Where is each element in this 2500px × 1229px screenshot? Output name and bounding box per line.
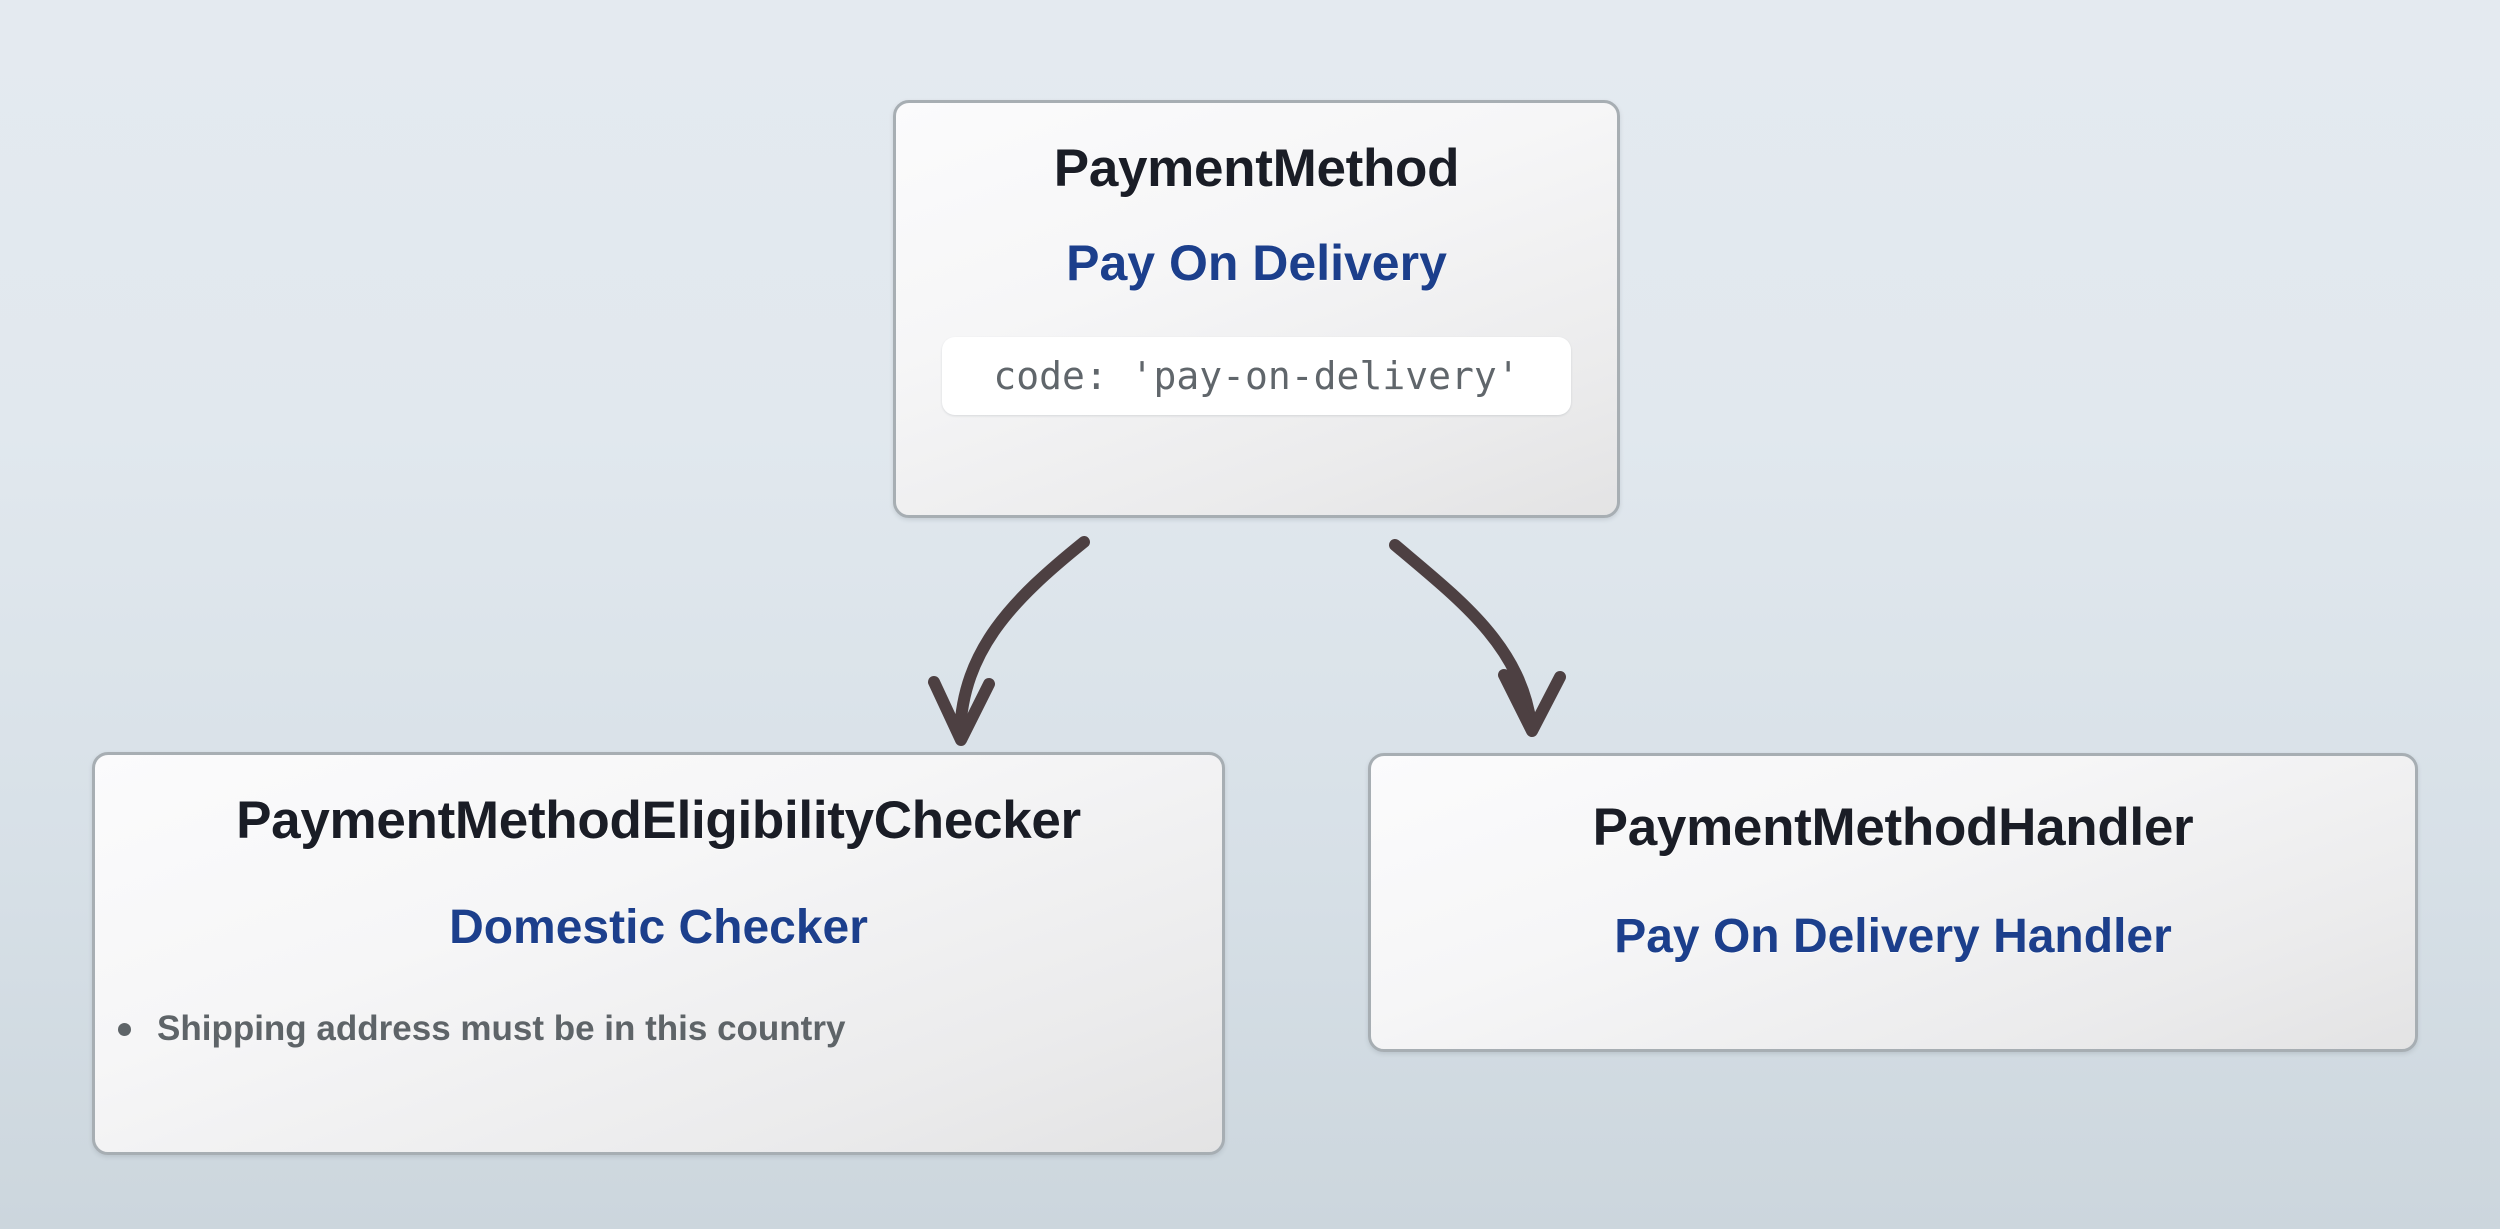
code-value: code: 'pay-on-delivery' xyxy=(993,354,1520,399)
node-eligibility-checker[interactable]: PaymentMethodEligibilityChecker Domestic… xyxy=(92,752,1225,1155)
node-eligibility-checker-type: PaymentMethodEligibilityChecker xyxy=(236,791,1081,850)
node-payment-method-name: Pay On Delivery xyxy=(1066,234,1447,291)
code-box: code: 'pay-on-delivery' xyxy=(942,337,1571,416)
node-payment-handler[interactable]: PaymentMethodHandler Pay On Delivery Han… xyxy=(1368,753,2418,1052)
bullet-dot-icon xyxy=(118,1022,131,1036)
node-payment-method-type: PaymentMethod xyxy=(1053,139,1460,198)
edge-payment-method-to-eligibility-checker xyxy=(928,536,1090,746)
node-eligibility-checker-name: Domestic Checker xyxy=(449,900,868,954)
node-payment-method[interactable]: PaymentMethod Pay On Delivery code: 'pay… xyxy=(893,100,1620,518)
list-item: Shipping address must be in this country xyxy=(118,1009,1245,1049)
node-payment-handler-type: PaymentMethodHandler xyxy=(1592,798,2194,857)
edge-payment-method-to-payment-handler xyxy=(1389,539,1566,737)
eligibility-criteria-list: Shipping address must be in this country xyxy=(72,1009,1245,1049)
node-payment-handler-name: Pay On Delivery Handler xyxy=(1614,909,2172,963)
eligibility-criterion-text: Shipping address must be in this country xyxy=(157,1009,846,1049)
